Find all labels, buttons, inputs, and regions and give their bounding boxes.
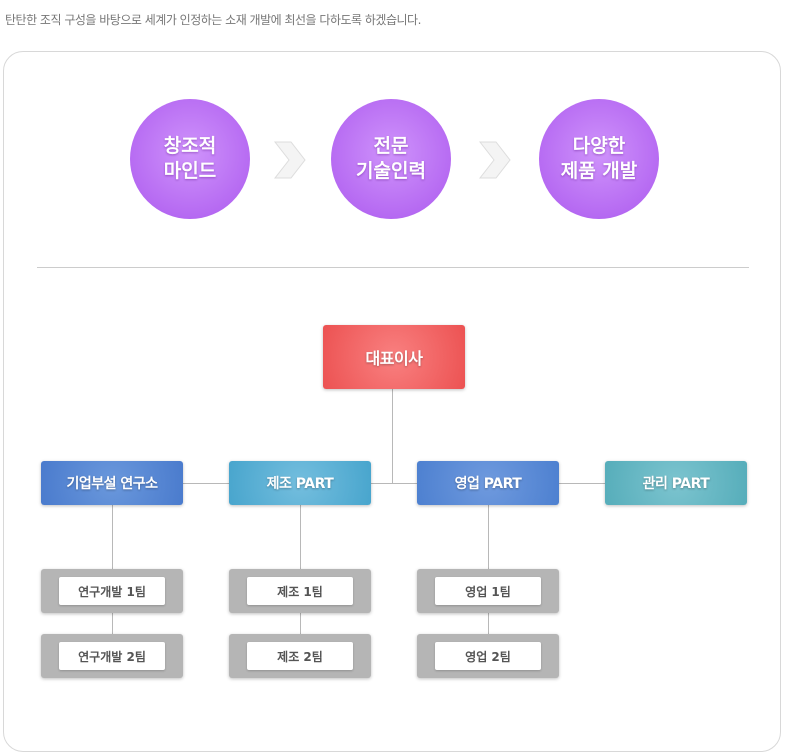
ceo-box: 대표이사 bbox=[323, 325, 465, 389]
org-card bbox=[3, 51, 781, 752]
team-box: 연구개발 1팀 bbox=[41, 569, 183, 613]
dept-management: 관리 PART bbox=[605, 461, 747, 505]
connector bbox=[392, 389, 393, 483]
dept-manufacturing: 제조 PART bbox=[229, 461, 371, 505]
value-line: 제품 개발 bbox=[560, 160, 638, 182]
chevron-right-icon bbox=[273, 141, 306, 179]
team-label: 영업 1팀 bbox=[435, 577, 541, 605]
value-line: 다양한 bbox=[572, 135, 626, 157]
value-line: 전문 bbox=[373, 135, 409, 157]
team-box: 제조 2팀 bbox=[229, 634, 371, 678]
team-box: 영업 1팀 bbox=[417, 569, 559, 613]
team-label: 연구개발 2팀 bbox=[59, 642, 165, 670]
team-label: 연구개발 1팀 bbox=[59, 577, 165, 605]
team-label: 영업 2팀 bbox=[435, 642, 541, 670]
team-box: 영업 2팀 bbox=[417, 634, 559, 678]
dept-rnd-lab: 기업부설 연구소 bbox=[41, 461, 183, 505]
divider bbox=[37, 267, 749, 268]
team-label: 제조 1팀 bbox=[247, 577, 353, 605]
team-box: 연구개발 2팀 bbox=[41, 634, 183, 678]
team-label: 제조 2팀 bbox=[247, 642, 353, 670]
value-line: 기술인력 bbox=[356, 160, 426, 182]
team-box: 제조 1팀 bbox=[229, 569, 371, 613]
value-line: 마인드 bbox=[163, 160, 217, 182]
chevron-right-icon bbox=[478, 141, 511, 179]
dept-sales: 영업 PART bbox=[417, 461, 559, 505]
value-line: 창조적 bbox=[163, 135, 217, 157]
intro-text: 탄탄한 조직 구성을 바탕으로 세계가 인정하는 소재 개발에 최선을 다하도록… bbox=[5, 13, 421, 27]
